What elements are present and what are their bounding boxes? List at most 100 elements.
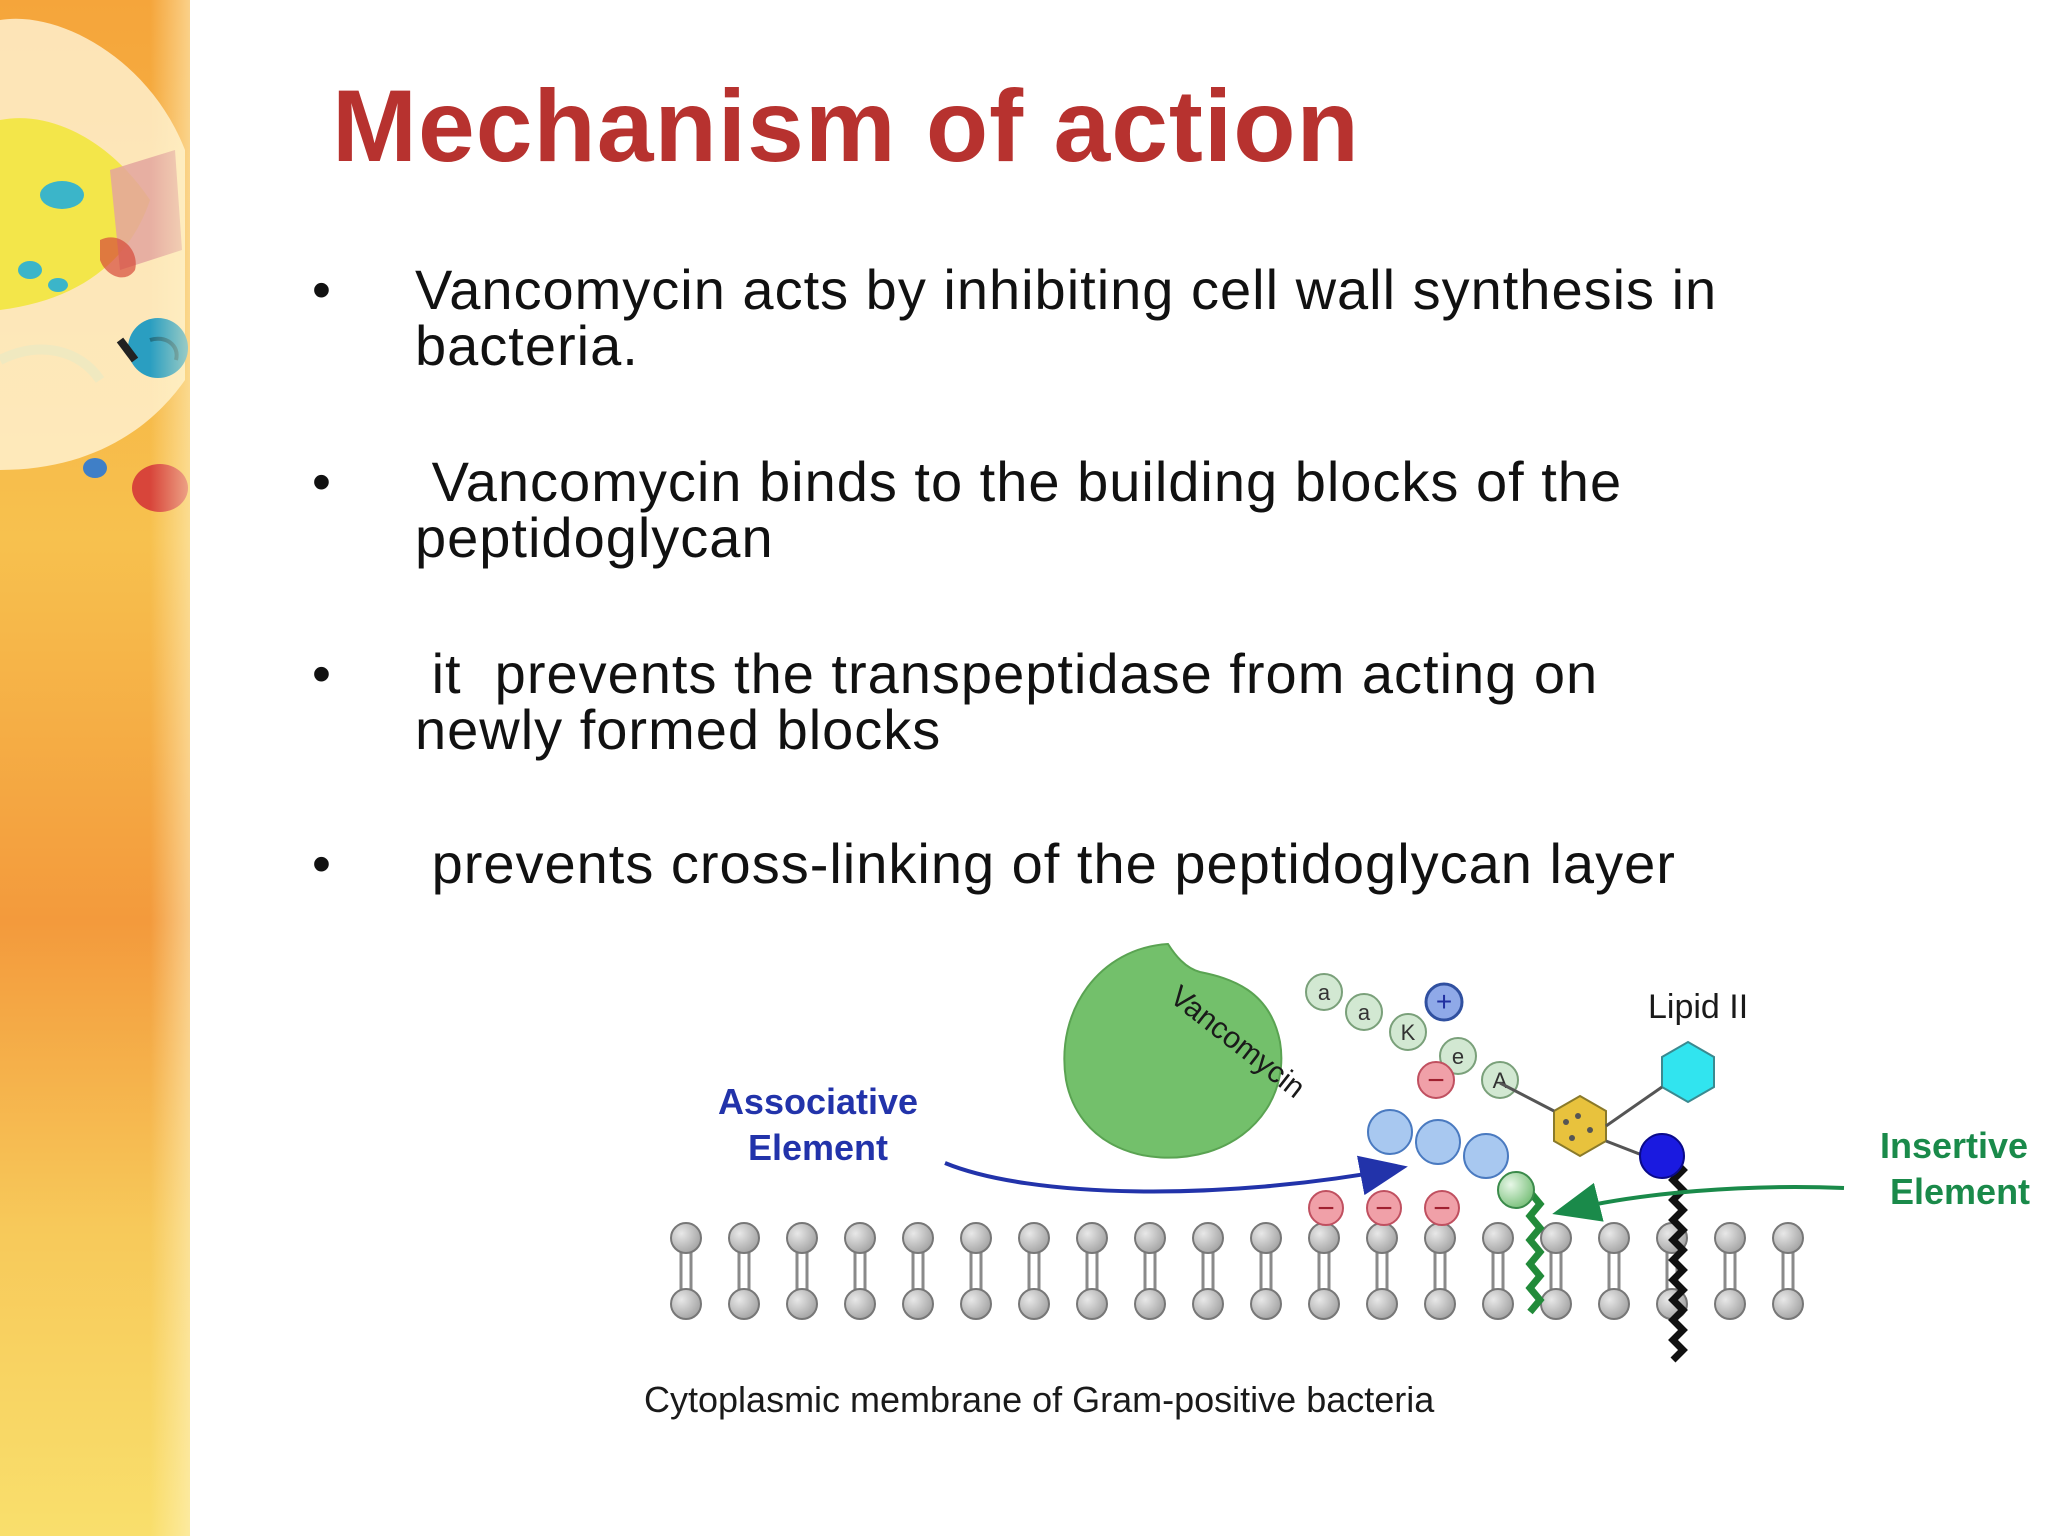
negative-charge-symbol: − <box>1427 1064 1445 1097</box>
lipid-head-top <box>786 1222 818 1254</box>
lipid-ii-label: Lipid II <box>1648 988 1748 1026</box>
bullet-dot: • <box>312 452 331 512</box>
peptide-residue: a <box>1305 973 1343 1011</box>
decorative-ear-model-image <box>0 18 188 512</box>
residue-circle <box>1305 973 1343 1011</box>
lipid-head-top <box>1250 1222 1282 1254</box>
positive-charge: + <box>1424 982 1464 1022</box>
lipid-head-bottom <box>1598 1288 1630 1320</box>
residue-circle <box>1389 1013 1427 1051</box>
lipid-head-bottom <box>1018 1288 1050 1320</box>
lipid-head-top <box>1424 1222 1456 1254</box>
residue-letter: a <box>1318 980 1331 1005</box>
lipid-head-bottom <box>1772 1288 1804 1320</box>
lipid-head-bottom <box>728 1288 760 1320</box>
negative-charge: − <box>1424 1190 1460 1226</box>
lipid-head-bottom <box>1308 1288 1340 1320</box>
lipid-head-bottom <box>1250 1288 1282 1320</box>
bullet-text: prevents cross-linking of the peptidogly… <box>415 832 1676 895</box>
associative-bead <box>1463 1133 1509 1179</box>
lipid-molecule <box>1366 1222 1398 1320</box>
lipid-head-bottom <box>902 1288 934 1320</box>
lipid-molecule <box>1134 1222 1166 1320</box>
negative-charge: − <box>1308 1190 1344 1226</box>
bullet-text: Vancomycin binds to the building blocks … <box>415 450 1623 569</box>
lipid-molecule <box>1192 1222 1224 1320</box>
bond-line <box>1605 1085 1663 1128</box>
positive-charge-circle <box>1424 982 1464 1022</box>
lipid-molecule <box>1424 1222 1456 1320</box>
lipid-molecule <box>960 1222 992 1320</box>
lipid-molecule <box>1076 1222 1108 1320</box>
sugar-hexagon-yellow <box>1553 1094 1607 1158</box>
lipid-head-top <box>1076 1222 1108 1254</box>
lipid-head-top <box>1482 1222 1514 1254</box>
insertive-bead <box>1497 1171 1535 1209</box>
lipid-head-bottom <box>1714 1288 1746 1320</box>
cytoplasmic-membrane <box>670 1222 1804 1320</box>
lipid-molecule <box>728 1222 760 1320</box>
lipid-head-bottom <box>1482 1288 1514 1320</box>
insertive-element-label-line1: Insertive <box>1880 1125 2028 1166</box>
associative-element-label-line2: Element <box>748 1127 888 1168</box>
negative-charge-circle <box>1424 1190 1460 1226</box>
lipid-head-bottom <box>670 1288 702 1320</box>
lipid-molecule <box>1018 1222 1050 1320</box>
residue-letter: a <box>1358 1000 1371 1025</box>
residue-letter: A <box>1493 1068 1508 1093</box>
bond-line <box>1499 1081 1555 1113</box>
lipid-head-top <box>960 1222 992 1254</box>
sugar-hexagon-cyan <box>1661 1040 1715 1104</box>
lipid-head-bottom <box>1366 1288 1398 1320</box>
associative-bead <box>1367 1109 1413 1155</box>
lipid-anchor-head <box>1639 1133 1685 1179</box>
lipid-head-top <box>1714 1222 1746 1254</box>
lipid-head-top <box>728 1222 760 1254</box>
peptide-residue: a <box>1345 993 1383 1031</box>
bullet-text: it prevents the transpeptidase from acti… <box>415 642 1599 761</box>
lipid-head-top <box>1308 1222 1340 1254</box>
associative-element-label-line1: Associative <box>718 1081 918 1122</box>
lipid-head-top <box>1598 1222 1630 1254</box>
lipid-molecule <box>1598 1222 1630 1320</box>
negative-charge-row: −−− <box>1308 1190 1460 1226</box>
negative-charge-circle <box>1417 1061 1455 1099</box>
negative-charge: − <box>1366 1190 1402 1226</box>
lipid-head-bottom <box>1424 1288 1456 1320</box>
lipid-molecule <box>1714 1222 1746 1320</box>
residue-letter: e <box>1452 1044 1464 1069</box>
residue-circle <box>1345 993 1383 1031</box>
slide-title: Mechanism of action <box>332 69 1360 183</box>
associative-bead <box>1415 1119 1461 1165</box>
decorative-side-band <box>0 0 190 1536</box>
lipid-molecule <box>670 1222 702 1320</box>
residue-letter: K <box>1401 1020 1416 1045</box>
lipid-molecule <box>902 1222 934 1320</box>
lipid-molecule <box>1772 1222 1804 1320</box>
peptide-residue: A <box>1481 1061 1519 1099</box>
insertive-arrow <box>1552 1182 1845 1222</box>
lipid-head-top <box>1366 1222 1398 1254</box>
lipid-head-bottom <box>1134 1288 1166 1320</box>
lipid-molecule <box>1482 1222 1514 1320</box>
lipid-head-top <box>844 1222 876 1254</box>
negative-charge-circle <box>1308 1190 1344 1226</box>
bullet-dot: • <box>312 644 331 704</box>
lipid-head-top <box>1540 1222 1572 1254</box>
membrane-caption: Cytoplasmic membrane of Gram-positive ba… <box>644 1379 1435 1420</box>
lipid-head-top <box>1192 1222 1224 1254</box>
lipid-head-top <box>902 1222 934 1254</box>
residue-circle <box>1439 1037 1477 1075</box>
lipid-head-bottom <box>1076 1288 1108 1320</box>
lipid-head-bottom <box>960 1288 992 1320</box>
associative-arrow <box>944 1155 1408 1196</box>
insertive-tail <box>1525 1189 1545 1315</box>
positive-charge-symbol: + <box>1436 986 1452 1017</box>
bullet-dot: • <box>312 260 331 320</box>
peptide-residue: e <box>1439 1037 1477 1075</box>
negative-charge-symbol: − <box>1433 1192 1451 1225</box>
